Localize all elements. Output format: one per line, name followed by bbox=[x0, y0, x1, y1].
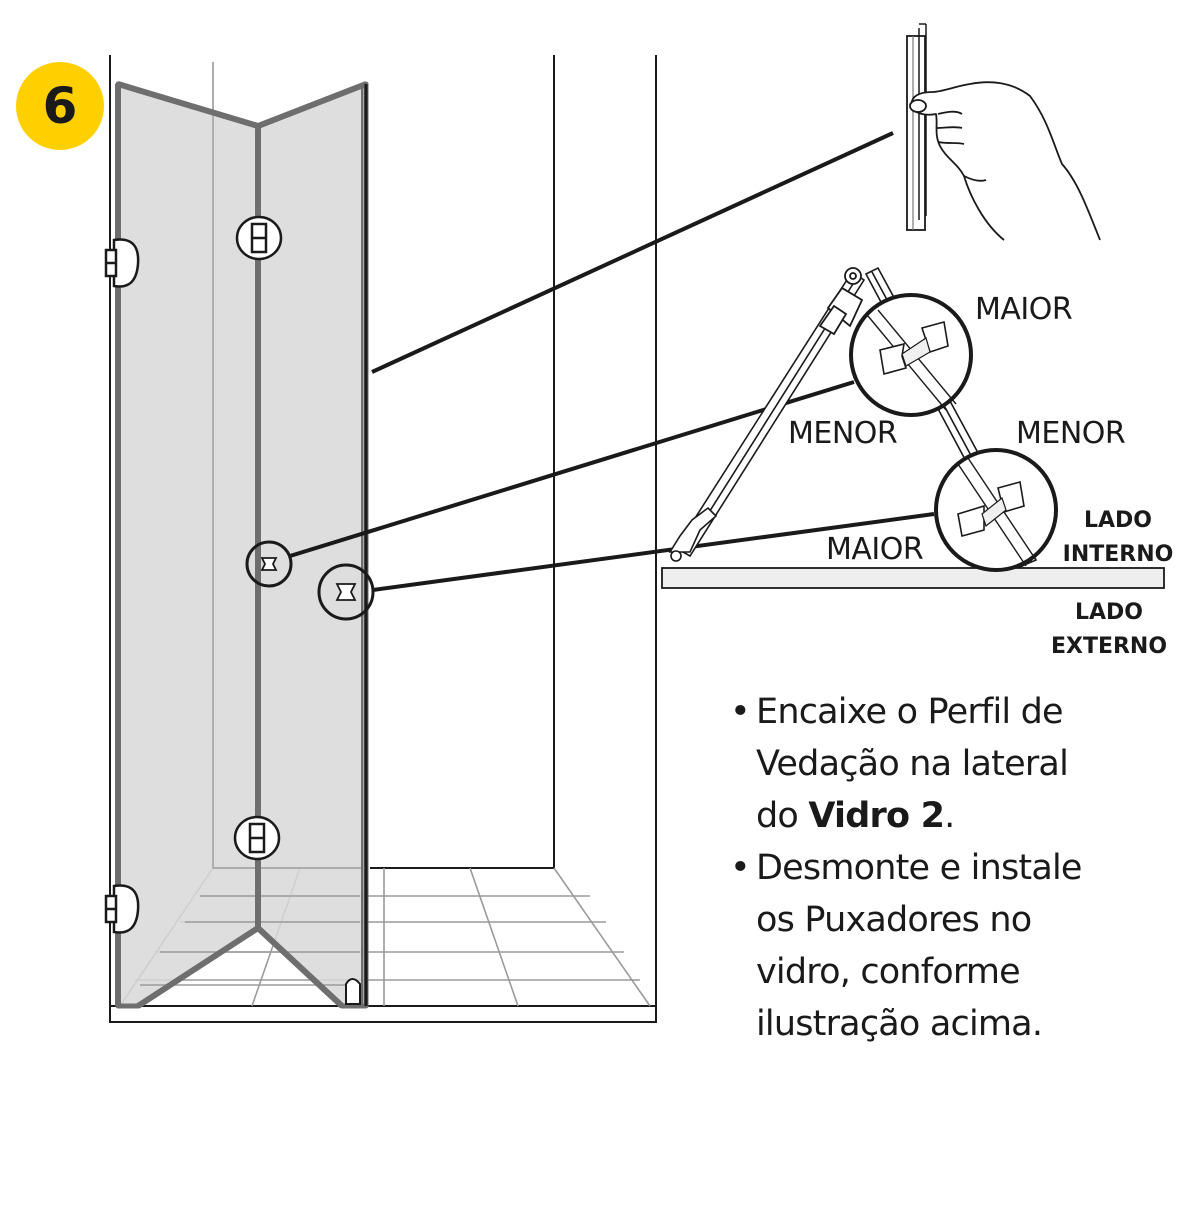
instruction-2-line-1: Desmonte e instale bbox=[756, 848, 1082, 888]
hinge-icon bbox=[104, 884, 140, 934]
label-lado-interno-line2: INTERNO bbox=[1062, 542, 1174, 567]
instruction-item-2: • Desmonte e instale os Puxadores no vid… bbox=[730, 842, 1190, 1050]
label-lado-interno-line1: LADO bbox=[1083, 508, 1152, 533]
hinge-icon bbox=[235, 215, 283, 261]
instruction-2-line-4: ilustração acima. bbox=[756, 1004, 1043, 1044]
leader-lines bbox=[289, 131, 935, 592]
label-lado-externo-line2: EXTERNO bbox=[1050, 634, 1168, 659]
hand-icon bbox=[909, 81, 1101, 241]
label-menor-right: MENOR bbox=[1016, 416, 1126, 451]
label-lado-externo-line1: LADO bbox=[1074, 600, 1143, 625]
instruction-text-2: Desmonte e instale os Puxadores no vidro… bbox=[756, 842, 1190, 1050]
seal-profile-edge bbox=[361, 84, 368, 1006]
pivot-hinge-icon bbox=[818, 267, 864, 336]
step-number-badge: 6 bbox=[16, 62, 104, 150]
bullet: • bbox=[730, 692, 751, 732]
instruction-2-line-2: os Puxadores no bbox=[756, 900, 1032, 940]
hinge-icon bbox=[104, 238, 140, 288]
instructions-list: • Encaixe o Perfil de Vedação na lateral… bbox=[730, 686, 1190, 1050]
bullet: • bbox=[730, 848, 751, 888]
instruction-text-1: Encaixe o Perfil de Vedação na lateral d… bbox=[756, 686, 1190, 842]
label-menor-left: MENOR bbox=[788, 416, 898, 451]
label-lado-externo: LADO EXTERNO bbox=[1046, 596, 1172, 664]
seal-profile-icon bbox=[906, 23, 927, 231]
instruction-1-line-3-suffix: . bbox=[944, 796, 955, 836]
floor-slab bbox=[109, 1005, 657, 1023]
hinge-icon bbox=[233, 815, 281, 861]
instruction-1-line-2: Vedação na lateral bbox=[756, 744, 1069, 784]
instruction-1-line-1: Encaixe o Perfil de bbox=[756, 692, 1064, 732]
instruction-2-line-3: vidro, conforme bbox=[756, 952, 1021, 992]
instruction-1-line-3-bold: Vidro 2 bbox=[808, 796, 945, 836]
handle-callout-large bbox=[317, 563, 375, 621]
floor-stopper bbox=[345, 978, 361, 1005]
glass-base-plate bbox=[661, 567, 1165, 589]
instruction-1-line-3-prefix: do bbox=[756, 796, 809, 836]
handle-callout-small bbox=[245, 540, 293, 588]
handle-detail-bottom bbox=[934, 448, 1058, 572]
label-maior-top: MAIOR bbox=[975, 292, 1073, 327]
label-lado-interno: LADO INTERNO bbox=[1058, 504, 1178, 572]
instruction-item-1: • Encaixe o Perfil de Vedação na lateral… bbox=[730, 686, 1190, 842]
handle-detail-top bbox=[849, 293, 973, 417]
step-number: 6 bbox=[42, 77, 78, 135]
instruction-1-line-3: do Vidro 2. bbox=[756, 790, 1190, 842]
label-maior-bottom: MAIOR bbox=[826, 532, 924, 567]
